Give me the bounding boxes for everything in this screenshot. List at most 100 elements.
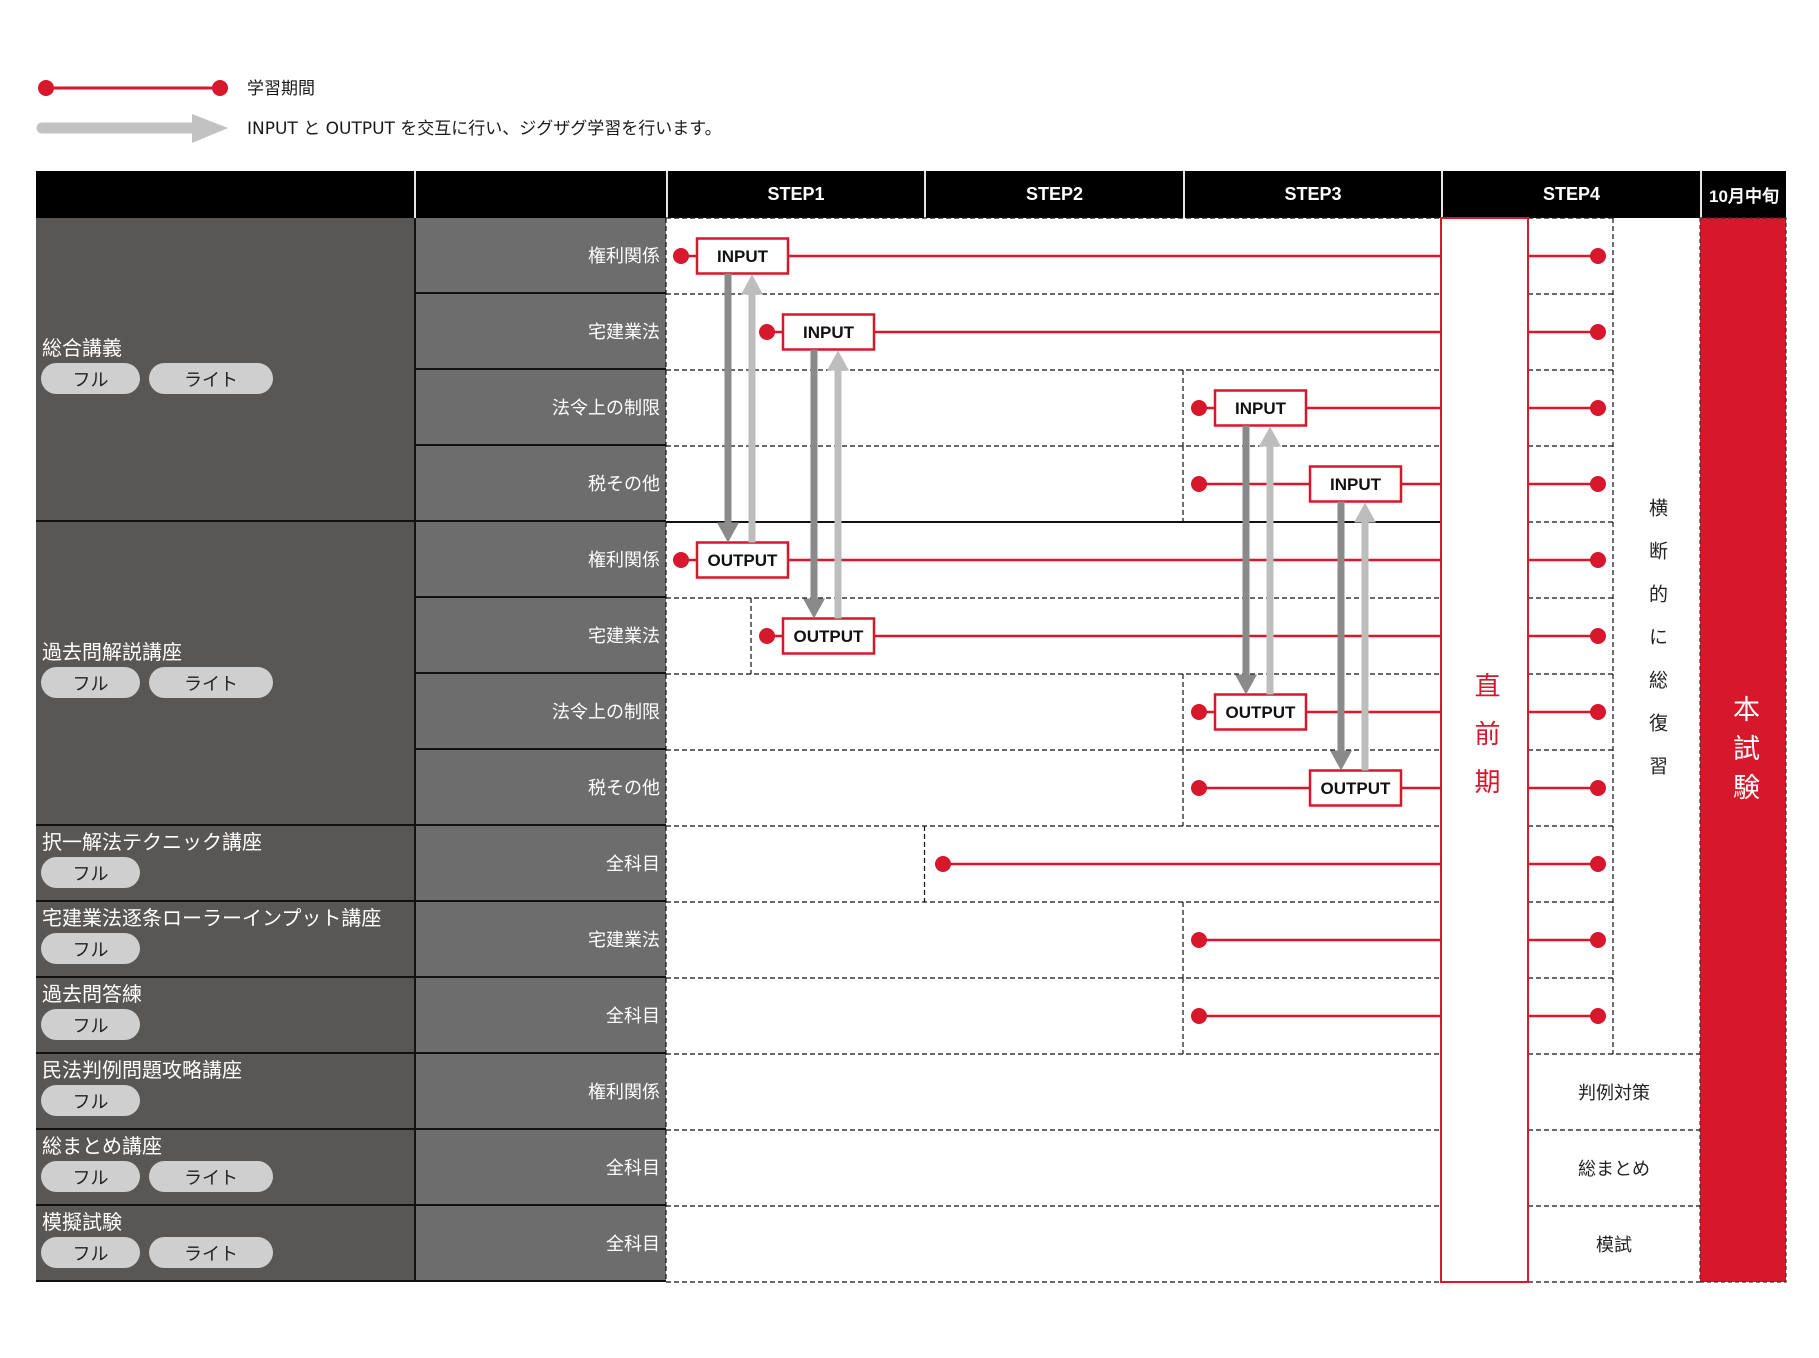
subject-cell: 全科目 <box>414 978 666 1054</box>
timeline-row: INPUT <box>673 237 1606 275</box>
end-dot-icon <box>1590 400 1606 416</box>
start-dot-icon <box>1191 780 1207 796</box>
start-dot-icon <box>673 248 689 264</box>
plan-badge-full: フル <box>41 933 140 964</box>
course-group: 択一解法テクニック講座フル <box>36 826 414 902</box>
plan-badge-full: フル <box>41 1237 140 1268</box>
end-dot-icon <box>1590 324 1606 340</box>
course-group: 模擬試験フルライト <box>36 1206 414 1282</box>
box-label: OUTPUT <box>794 627 865 646</box>
legend-zigzag-label: INPUT と OUTPUT を交互に行い、ジグザグ学習を行います。 <box>247 119 722 139</box>
step4-note: 総まとめ <box>1578 1159 1650 1180</box>
box-label: OUTPUT <box>1321 779 1392 798</box>
course-name: 宅建業法逐条ローラーインプット講座 <box>42 906 382 930</box>
arrow-down-head-icon <box>1330 750 1352 771</box>
header-exam-date: 10月中旬 <box>1700 171 1786 218</box>
legend-period-label: 学習期間 <box>247 79 315 99</box>
course-name: 模擬試験 <box>42 1210 122 1234</box>
header-step1: STEP1 <box>666 171 924 218</box>
plan-badges: フルライト <box>41 363 273 394</box>
course-group: 宅建業法逐条ローラーインプット講座フル <box>36 902 414 978</box>
input-box <box>695 237 790 275</box>
box-label: OUTPUT <box>708 551 779 570</box>
plan-badge-lite: ライト <box>149 667 273 698</box>
plan-badges: フル <box>41 857 140 888</box>
input-box <box>781 313 876 351</box>
start-dot-icon <box>759 628 775 644</box>
timeline-row <box>1191 1008 1606 1024</box>
start-dot-icon <box>1191 476 1207 492</box>
timeline-row: INPUT <box>1191 389 1606 427</box>
end-dot-icon <box>1590 476 1606 492</box>
plan-badge-lite: ライト <box>149 1161 273 1192</box>
course-name: 過去問答練 <box>42 982 142 1006</box>
end-dot-icon <box>1590 932 1606 948</box>
dot-icon <box>212 80 228 96</box>
output-box <box>1308 769 1403 807</box>
plan-badge-full: フル <box>41 1009 140 1040</box>
timeline-row: OUTPUT <box>673 541 1606 579</box>
plan-badges: フル <box>41 1085 140 1116</box>
end-dot-icon <box>1590 856 1606 872</box>
end-dot-icon <box>1590 552 1606 568</box>
subject-cell: 税その他 <box>414 446 666 522</box>
course-name: 択一解法テクニック講座 <box>42 830 262 854</box>
exam-column-border <box>1699 217 1787 1283</box>
arrow-down-head-icon <box>1235 674 1257 695</box>
step4-note: 判例対策 <box>1578 1083 1650 1104</box>
arrow-up-head-icon <box>1354 502 1376 523</box>
box-label: INPUT <box>1235 399 1287 418</box>
subject-cell: 権利関係 <box>414 218 666 294</box>
timeline-row: OUTPUT <box>1191 769 1606 807</box>
box-label: INPUT <box>803 323 855 342</box>
header-step4: STEP4 <box>1441 171 1700 218</box>
output-box <box>1213 693 1308 731</box>
timeline-row <box>935 856 1606 872</box>
arrow-up-head-icon <box>741 274 763 295</box>
timeline-row: INPUT <box>1191 465 1606 503</box>
plan-badge-lite: ライト <box>149 363 273 394</box>
final-period-column <box>1440 217 1529 1283</box>
box-label: INPUT <box>1330 475 1382 494</box>
start-dot-icon <box>1191 1008 1207 1024</box>
arrow-up-head-icon <box>1259 426 1281 447</box>
plan-badge-full: フル <box>41 667 140 698</box>
start-dot-icon <box>935 856 951 872</box>
legend-zigzag-arrow-icon <box>36 114 228 143</box>
plan-badges: フル <box>41 933 140 964</box>
subject-cell: 全科目 <box>414 826 666 902</box>
plan-badge-full: フル <box>41 363 140 394</box>
course-name: 過去問解説講座 <box>42 640 182 664</box>
course-group: 過去問答練フル <box>36 978 414 1054</box>
subject-cell: 権利関係 <box>414 1054 666 1130</box>
arrow-down-head-icon <box>803 598 825 619</box>
end-dot-icon <box>1590 780 1606 796</box>
input-box <box>1213 389 1308 427</box>
start-dot-icon <box>1191 704 1207 720</box>
subject-cell: 法令上の制限 <box>414 674 666 750</box>
course-group: 過去問解説講座フルライト <box>36 522 414 826</box>
timeline-row <box>1191 932 1606 948</box>
course-group: 民法判例問題攻略講座フル <box>36 1054 414 1130</box>
box-label: OUTPUT <box>1226 703 1297 722</box>
subject-cell: 税その他 <box>414 750 666 826</box>
step4-note: 模試 <box>1596 1235 1632 1256</box>
exam-label: 本試験 <box>1728 695 1759 812</box>
arrow-up-head-icon <box>827 350 849 371</box>
subject-cell: 宅建業法 <box>414 294 666 370</box>
box-label: INPUT <box>717 247 769 266</box>
timeline-row: INPUT <box>759 313 1606 351</box>
end-dot-icon <box>1590 248 1606 264</box>
exam-column <box>1700 218 1786 1282</box>
start-dot-icon <box>1191 400 1207 416</box>
plan-badge-lite: ライト <box>149 1237 273 1268</box>
output-box <box>781 617 876 655</box>
arrow-down-head-icon <box>717 522 739 543</box>
start-dot-icon <box>673 552 689 568</box>
subject-cell: 権利関係 <box>414 522 666 598</box>
cross-review-label: 横断的に総復習 <box>1646 498 1668 799</box>
course-name: 総合講義 <box>42 336 122 360</box>
input-box <box>1308 465 1403 503</box>
plan-badges: フルライト <box>41 1237 273 1268</box>
